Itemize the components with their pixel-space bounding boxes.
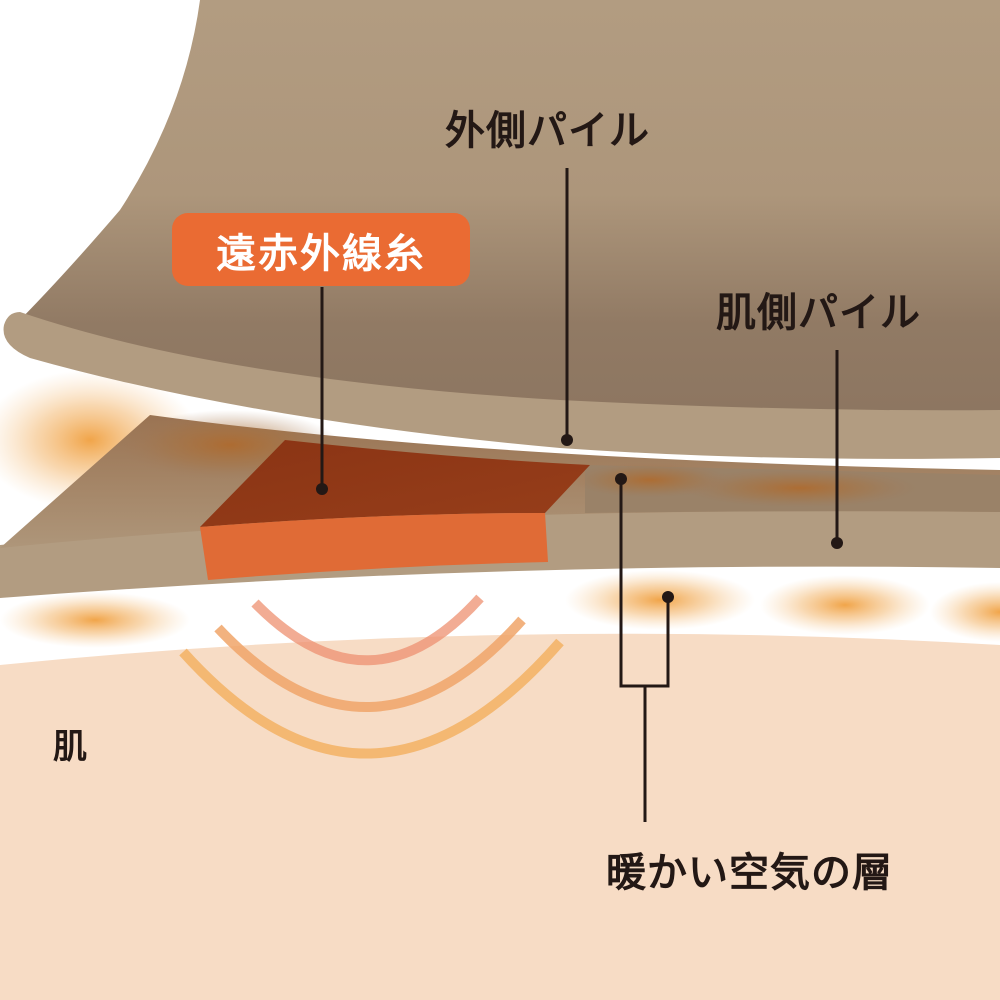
leader-lines (320, 168, 839, 822)
far-infrared-yarn-front (200, 513, 548, 580)
far-infrared-yarn-badge: 遠赤外線糸 (172, 213, 470, 286)
far-infrared-yarn-top (200, 440, 590, 527)
leader-dots (316, 434, 843, 603)
outer-pile-label: 外側パイル (445, 108, 650, 154)
outer-pile (10, 0, 1000, 432)
skin-layer (0, 633, 1000, 1000)
warm-air-layer-label: 暖かい空気の層 (606, 850, 893, 896)
wave-middle (214, 616, 526, 713)
skin-side-pile-label: 肌側パイル (716, 290, 921, 336)
far-infrared-yarn-label: 遠赤外線糸 (216, 230, 426, 277)
wave-outer (179, 638, 564, 759)
wave-inner (251, 594, 484, 666)
skin-label: 肌 (53, 727, 88, 767)
